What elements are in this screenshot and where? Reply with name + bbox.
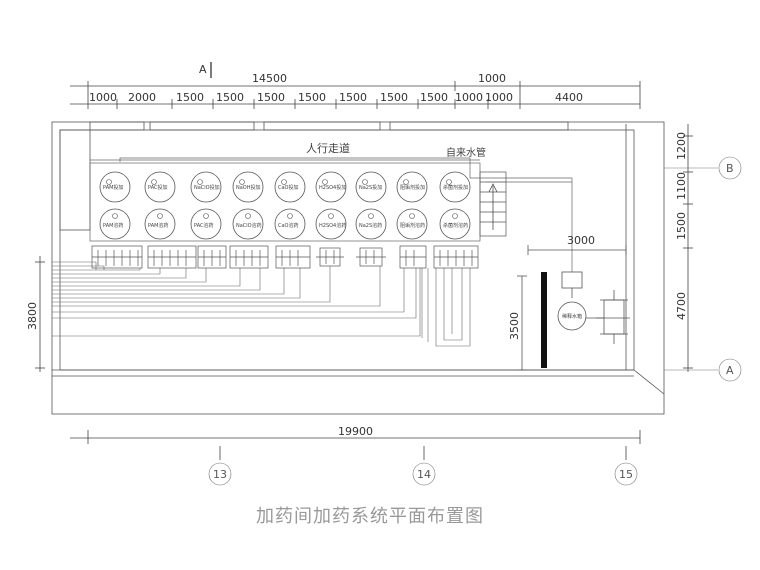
pump-skid xyxy=(229,245,269,269)
tank: Na2S溶药 xyxy=(355,208,387,240)
row-axis-lines xyxy=(664,156,742,382)
tank: CaO溶药 xyxy=(274,208,306,240)
row-axis-b: B xyxy=(726,162,734,175)
tank: H2SO4溶药 xyxy=(315,208,347,240)
tank-label: 杀菌剂投加 xyxy=(443,184,468,191)
dim-seg: 1000 xyxy=(485,91,513,104)
pump-skid xyxy=(316,247,344,267)
tank-label: PAM溶药 xyxy=(103,222,123,229)
stair xyxy=(479,171,507,237)
tank-label: CaO溶药 xyxy=(278,222,299,229)
dim-seg: 1000 xyxy=(89,91,117,104)
dim-right: 1200 xyxy=(675,132,688,160)
tank-label: 杀菌剂溶药 xyxy=(443,222,468,229)
tank-label: PAM溶药 xyxy=(148,222,168,229)
row-axis-a: A xyxy=(726,364,734,377)
tank: H2SO4投加 xyxy=(315,171,347,203)
tank-label: PAM投加 xyxy=(103,184,123,191)
pump-skid xyxy=(275,245,311,269)
equipment-label: 稀释水箱 xyxy=(562,313,582,320)
dim-secondary-top: 1000 xyxy=(478,72,506,85)
tank-row-1: PAM投加 PAC投加 NaClO投加 NaOH投加 CaO投加 H2SO4投加 xyxy=(99,171,471,203)
column-axis-15: 15 xyxy=(619,468,633,481)
dim-inner-horizontal: 3000 xyxy=(567,234,595,247)
tank-label: NaClO溶药 xyxy=(236,222,262,229)
dim-seg: 2000 xyxy=(128,91,156,104)
column-axis-14: 14 xyxy=(417,468,431,481)
dim-seg: 1000 xyxy=(455,91,483,104)
dim-seg: 1500 xyxy=(176,91,204,104)
pump-skid xyxy=(433,245,479,269)
right-equipment xyxy=(517,245,630,371)
tank-label: 阻垢剂投加 xyxy=(400,184,425,191)
tank-label: H2SO4投加 xyxy=(319,184,346,191)
pump-skids xyxy=(91,245,479,269)
tank-label: NaClO投加 xyxy=(194,184,220,191)
dim-right: 1100 xyxy=(675,172,688,200)
tank: NaOH投加 xyxy=(232,171,264,203)
dim-seg: 1500 xyxy=(298,91,326,104)
drawing-title: 加药间加药系统平面布置图 xyxy=(256,506,484,527)
pump-skid xyxy=(399,245,427,269)
dim-inner-vertical: 3500 xyxy=(508,312,521,340)
pump-skid xyxy=(197,245,227,269)
dim-seg: 1500 xyxy=(380,91,408,104)
bottom-dimension xyxy=(70,430,641,460)
walkway-label: 人行走道 xyxy=(306,141,350,155)
dim-right: 4700 xyxy=(675,292,688,320)
building-outline xyxy=(51,121,665,415)
tank-label: H2SO4溶药 xyxy=(319,222,346,229)
dim-seg: 1500 xyxy=(257,91,285,104)
tank: NaClO溶药 xyxy=(232,208,264,240)
tank-label: Na2S溶药 xyxy=(359,222,382,229)
tank-label: PAC溶药 xyxy=(194,222,214,229)
tank-label: NaOH投加 xyxy=(236,184,261,191)
tank-label: 阻垢剂溶药 xyxy=(400,222,425,229)
column-axis-bubbles xyxy=(208,462,638,486)
tank: CaO投加 xyxy=(274,171,306,203)
tank: PAM溶药 xyxy=(144,208,176,240)
dim-seg: 1500 xyxy=(420,91,448,104)
tank: 阻垢剂投加 xyxy=(396,171,428,203)
dim-right: 1500 xyxy=(675,212,688,240)
dosing-pipelines xyxy=(52,261,471,347)
tank-row-2: PAM溶药 PAM溶药 PAC溶药 NaClO溶药 CaO溶药 H2SO4溶药 xyxy=(99,208,471,240)
pump-skid xyxy=(147,245,197,269)
column-axis-13: 13 xyxy=(213,468,227,481)
dim-bottom: 19900 xyxy=(338,425,373,438)
top-dimensions xyxy=(70,62,641,109)
dim-left: 3800 xyxy=(26,302,39,330)
tank: 阻垢剂溶药 xyxy=(396,208,428,240)
tank: NaClO投加 xyxy=(190,171,222,203)
tank: PAC投加 xyxy=(144,171,176,203)
tank: 杀菌剂投加 xyxy=(439,171,471,203)
right-dimensions xyxy=(683,124,693,372)
top-segment-dims: 1000 2000 1500 1500 1500 1500 1500 1500 … xyxy=(89,91,583,104)
tank: PAM投加 xyxy=(99,171,131,203)
dim-seg: 1500 xyxy=(339,91,367,104)
water-pipe xyxy=(119,157,573,272)
pump-skid xyxy=(91,245,143,269)
tank-label: Na2S投加 xyxy=(359,184,382,191)
left-dimension xyxy=(35,256,45,372)
tank: 杀菌剂溶药 xyxy=(439,208,471,240)
tank: PAM溶药 xyxy=(99,208,131,240)
dim-seg: 1500 xyxy=(216,91,244,104)
section-mark: A xyxy=(199,63,207,76)
dim-seg: 4400 xyxy=(555,91,583,104)
tank-label: CaO投加 xyxy=(278,184,299,191)
dim-total-top: 14500 xyxy=(252,72,287,85)
pump-skid xyxy=(356,247,386,267)
water-pipe-label: 自来水管 xyxy=(446,146,486,159)
partition-wall xyxy=(541,272,547,368)
tank-label: PAC投加 xyxy=(148,184,168,191)
tank: Na2S投加 xyxy=(355,171,387,203)
tank: PAC溶药 xyxy=(190,208,222,240)
